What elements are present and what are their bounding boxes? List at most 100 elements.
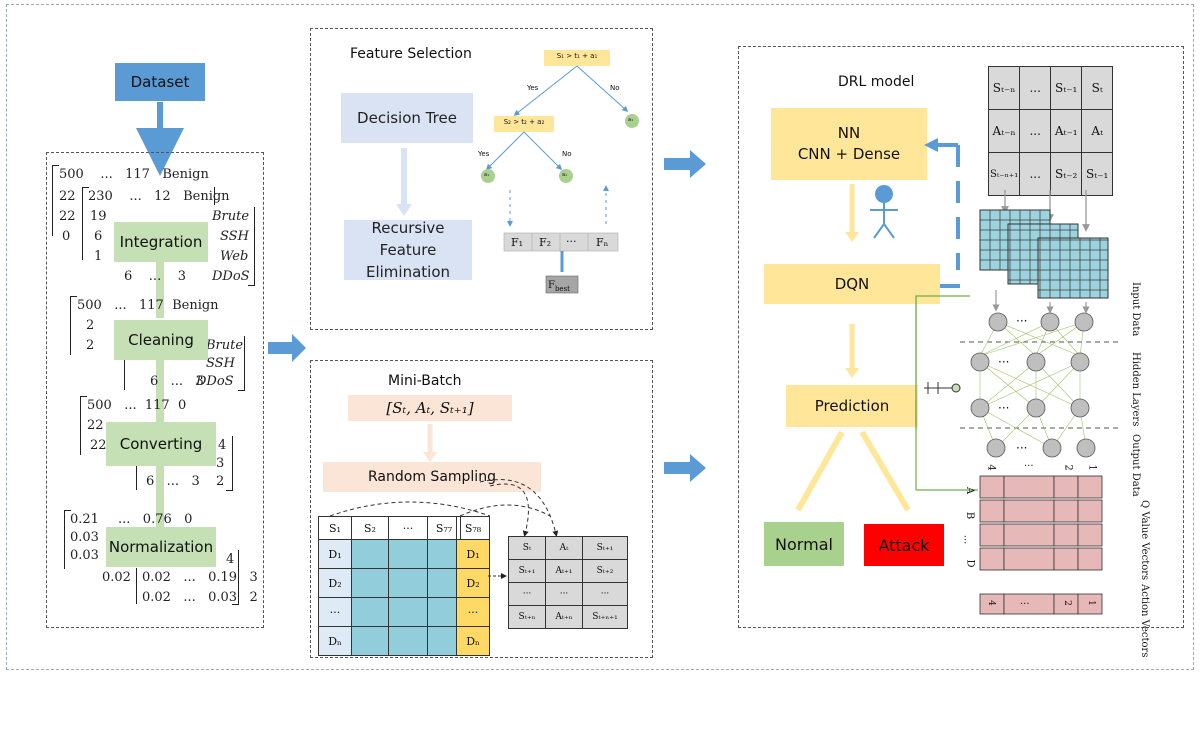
tree-yes-1: Yes [527, 84, 539, 92]
q-row-label: ... [961, 534, 973, 545]
transition-cell: Sₜ₊ₙ₊₁ [582, 605, 628, 629]
tree-yes-2: Yes [478, 150, 490, 158]
tree-no-2: No [562, 150, 572, 158]
q-row-label: D [964, 559, 976, 568]
tree-node2-label: S₂ > t₂ + a₂ [503, 118, 545, 126]
flow-arrows [268, 150, 706, 482]
left-connectors [136, 102, 184, 528]
state-cell: Aₜ₋ₙ [987, 109, 1021, 153]
state-cell: Sₜ₋₁ [1081, 152, 1114, 196]
feature-selection-panel [310, 28, 653, 330]
state-cell: Sₜ₋ₙ₊₁ [987, 152, 1021, 196]
transition-tuple: [Sₜ, Aₜ, Sₜ₊₁] [348, 395, 512, 421]
label-table: S₇₈ D₁ D₂ ··· Dₙ [456, 516, 490, 656]
output-index: ... [1024, 458, 1034, 469]
action-cell-label: 2 [1061, 600, 1072, 606]
state-cell: Aₜ₋₁ [1050, 109, 1083, 153]
preprocess-panel [46, 152, 264, 628]
transition-cell: Sₜ₊ₙ [508, 605, 546, 629]
feature-f1: F₁ [511, 236, 524, 249]
transition-cell: Aₜ₊₁ [545, 559, 583, 583]
label-cell: D₂ [456, 568, 490, 598]
state-cell: Sₜ₋ₙ [987, 66, 1021, 110]
feature-f2: F₂ [539, 236, 552, 249]
rfe-box: Recursive Feature Elimination [344, 219, 472, 281]
dataset-box: Dataset [115, 63, 205, 101]
state-cell: Sₜ₋₁ [1050, 66, 1083, 110]
nn-label: NN [837, 124, 861, 142]
decision-tree-diagram [481, 50, 639, 294]
matrix-cleaning: 500 ... 117 Benign 2 2 Brute SSH DDoS 6 … [70, 296, 250, 392]
drl-panel [738, 46, 1184, 628]
feature-best: Fbest [548, 280, 570, 293]
feature-fn: Fₙ [596, 236, 609, 249]
tree-root-label: S₁ > t₁ + a₁ [556, 52, 598, 60]
input-data-label: Input Data [1130, 282, 1141, 337]
tuple-to-sampling-arrow [423, 424, 437, 462]
row-label: D₂ [318, 568, 352, 598]
output-index: 2 [1062, 464, 1074, 471]
arrow-to-mini-batch [268, 334, 306, 362]
tree-leaf-left: a₁ [484, 172, 490, 178]
label-cell: Dₙ [456, 626, 490, 656]
state-cell: ... [1019, 152, 1052, 196]
label-cell: D₁ [456, 539, 490, 569]
transition-cell: Aₜ₊ₙ [545, 605, 583, 629]
matrix-normalization: 0.21 ... 0.76 0 0.03 0.03 4 0.02 0.02 ..… [64, 510, 258, 606]
drl-title: DRL model [838, 74, 915, 90]
q-row-label: B [964, 511, 976, 520]
feature-table: S₁ S₂ ··· S₇₇ D₁ D₂ ··· Dₙ [318, 516, 461, 656]
tree-leaf-mid: a₁ [562, 172, 568, 178]
input-layer-dots: ··· [1016, 314, 1028, 328]
drl-flow [795, 138, 978, 512]
stage-cleaning: Cleaning [114, 320, 208, 360]
arrow-to-drl-top [664, 150, 706, 178]
nn-sublabel: CNN + Dense [797, 145, 901, 163]
attack-box: Attack [864, 524, 944, 566]
feature-selection-title: Feature Selection [350, 46, 472, 62]
action-cell-label: ... [1020, 596, 1030, 607]
dqn-box: DQN [764, 264, 940, 304]
matrix-converting: 500 ... 117 0 22 22 4 3 2 6 ... 3 [80, 396, 240, 492]
stage-converting: Converting [106, 422, 216, 466]
hidden-layer-dots-2: ··· [998, 401, 1010, 415]
row-label: D₁ [318, 539, 352, 569]
state-cell: Sₜ₋₂ [1050, 152, 1083, 196]
hidden-layers-label: Hidden Layers [1130, 352, 1141, 427]
state-cell: ... [1019, 66, 1052, 110]
q-row-label: A [964, 486, 976, 495]
transition-cell: Sₜ₊₂ [582, 559, 628, 583]
stage-normalization: Normalization [106, 527, 216, 567]
row-label: ··· [318, 597, 352, 627]
state-cell: ... [1019, 109, 1052, 153]
arrow-to-drl-bottom [664, 454, 706, 482]
random-sampling-box: Random Sampling [323, 462, 541, 492]
dt-to-rfe-arrow [396, 148, 412, 216]
transition-cell: ··· [508, 582, 546, 606]
mini-batch-panel [310, 360, 653, 658]
transition-cell: Sₜ [508, 536, 546, 560]
network-diagram [960, 190, 1120, 615]
decision-tree-box: Decision Tree [341, 93, 473, 143]
tree-leaf-right: a₁ [628, 117, 634, 123]
label-cell: ··· [456, 597, 490, 627]
state-cell: Sₜ [1081, 66, 1114, 110]
state-table: Sₜ₋ₙ ... Sₜ₋₁ Sₜ Aₜ₋ₙ ... Aₜ₋₁ Aₜ Sₜ₋ₙ₊₁… [987, 66, 1114, 196]
prediction-box: Prediction [786, 385, 918, 427]
output-layer-dots: ··· [1016, 441, 1028, 455]
action-cell-label: 4 [985, 600, 996, 606]
q-value-label: Q Value Vectors [1139, 500, 1150, 581]
transition-cell: ··· [582, 582, 628, 606]
sampling-arcs [329, 479, 559, 579]
transition-cell: Aₜ [545, 536, 583, 560]
hidden-layer-dots-1: ··· [998, 355, 1010, 369]
row-label: Dₙ [318, 626, 352, 656]
transition-cell: ··· [545, 582, 583, 606]
action-vectors-label: Action Vectors [1139, 584, 1150, 658]
mini-batch-title: Mini-Batch [388, 373, 462, 389]
output-data-label: Output Data [1130, 434, 1141, 497]
output-index: 1 [1086, 464, 1098, 471]
output-index: 4 [985, 464, 997, 471]
outer-frame [6, 4, 1194, 670]
matrix-integration: 500 ... 117 Benign 22 22 0 230 ... 12 Be… [52, 165, 257, 286]
